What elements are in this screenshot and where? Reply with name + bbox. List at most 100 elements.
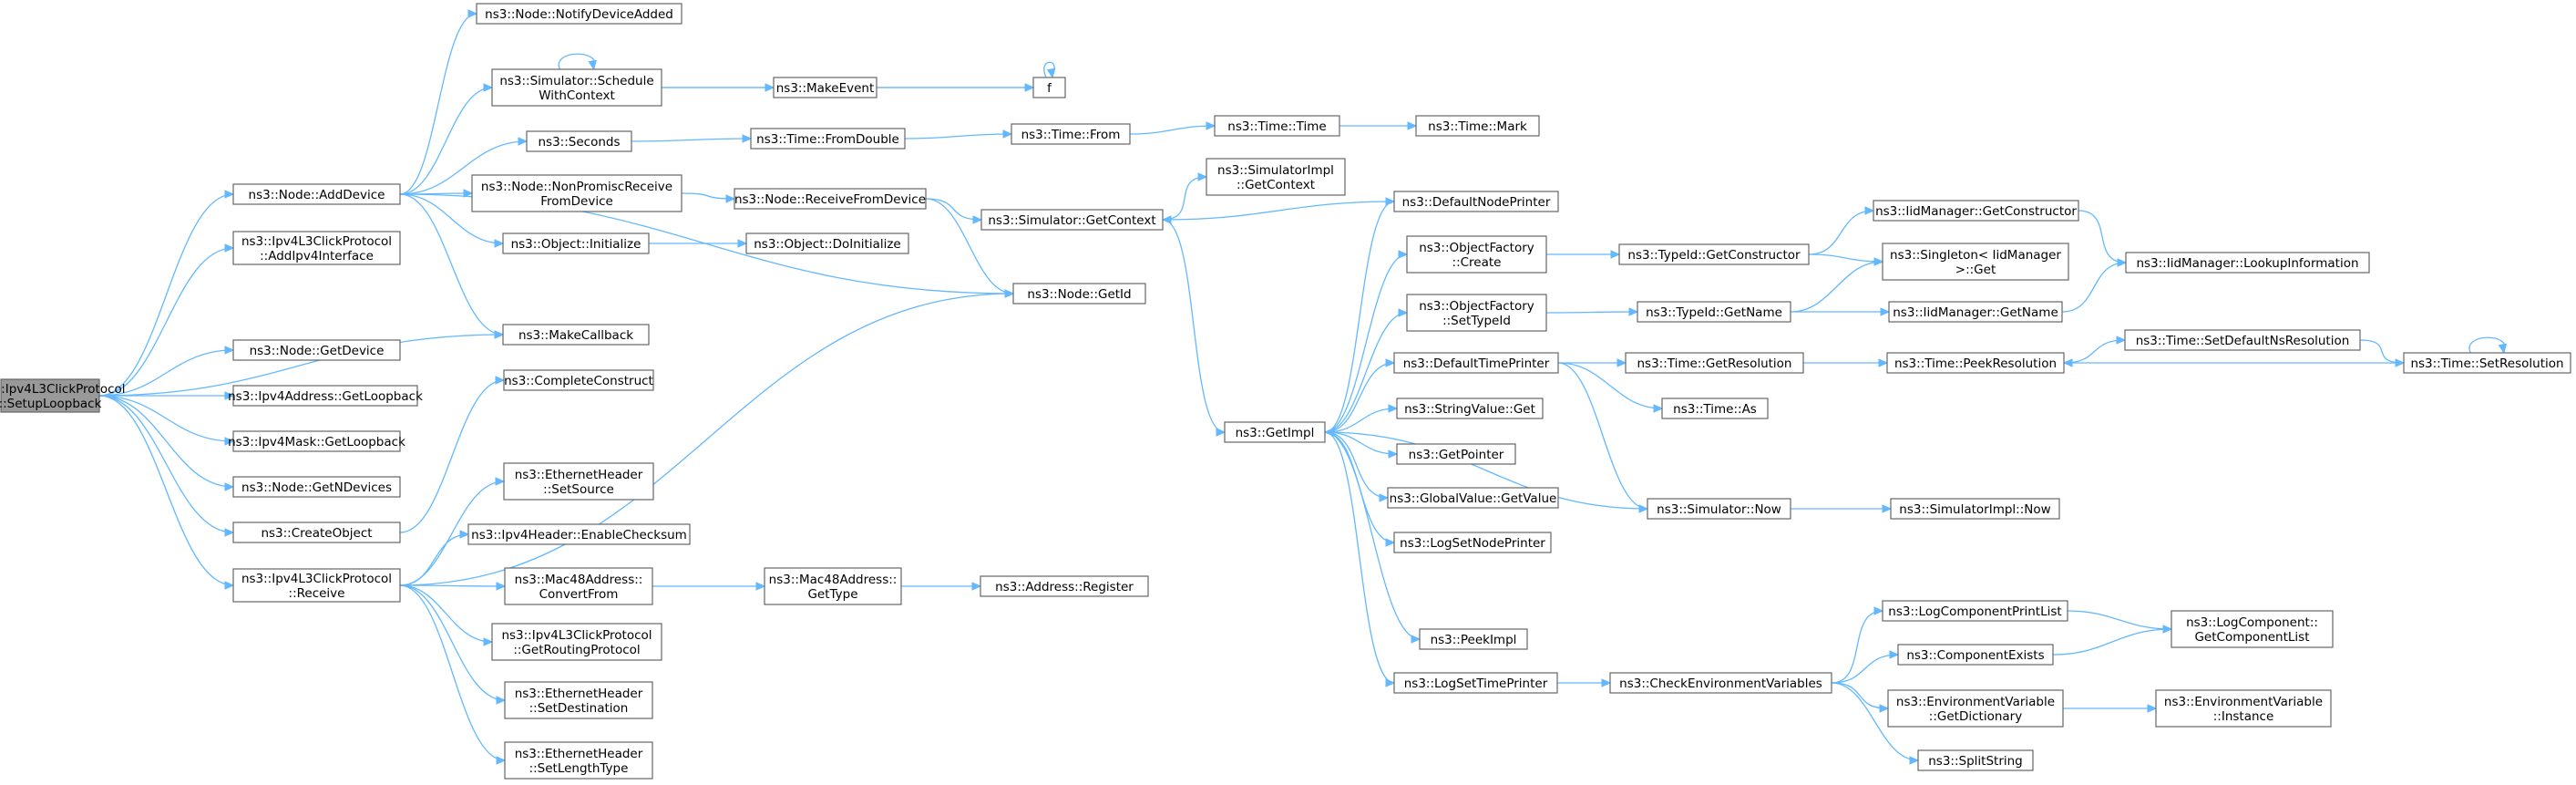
node-box (1206, 158, 1346, 196)
node-box (745, 232, 909, 254)
node-box (1887, 689, 2064, 728)
node-notify[interactable]: ns3::Node::NotifyDeviceAdded (476, 3, 682, 25)
node-label: ns3::Ipv4Address::GetLoopback (228, 389, 423, 404)
call-edge-arrowhead (1385, 197, 1396, 206)
node-typeidgetctor[interactable]: ns3::TypeId::GetConstructor (1618, 243, 1810, 265)
node-globalvalueget[interactable]: ns3::GlobalValue::GetValue (1387, 487, 1559, 509)
node-f[interactable]: f (1032, 77, 1066, 98)
node-iidlookup[interactable]: ns3::IidManager::LookupInformation (2125, 252, 2370, 274)
node-box (1393, 532, 1552, 553)
node-ethsetsource[interactable]: ns3::EthernetHeader::SetSource (503, 462, 654, 501)
node-setdefres[interactable]: ns3::Time::SetDefaultNsResolution (2124, 329, 2361, 351)
node-iidgetctor[interactable]: ns3::IidManager::GetConstructor (1873, 200, 2079, 222)
node-getpointer[interactable]: ns3::GetPointer (1396, 443, 1516, 465)
node-objfactsettype[interactable]: ns3::ObjectFactory::SetTypeId (1406, 294, 1547, 332)
node-completeconstruct[interactable]: ns3::CompleteConstruct (503, 369, 654, 391)
call-edge-arrowhead (1873, 257, 1884, 266)
node-label: ns3::GlobalValue::GetValue (1390, 491, 1557, 506)
node-getrouting[interactable]: ns3::Ipv4L3ClickProtocol::GetRoutingProt… (491, 623, 662, 661)
node-recvfromdev[interactable]: ns3::Node::ReceiveFromDevice (734, 188, 927, 210)
node-envinstance[interactable]: ns3::EnvironmentVariable::Instance (2155, 689, 2332, 728)
node-objinit[interactable]: ns3::Object::Initialize (502, 232, 650, 254)
node-seconds[interactable]: ns3::Seconds (526, 130, 632, 152)
node-makeevent[interactable]: ns3::MakeEvent (773, 77, 877, 98)
node-box (1882, 600, 2068, 622)
node-envgetdict[interactable]: ns3::EnvironmentVariable::GetDictionary (1887, 689, 2064, 728)
node-logsettimeprinter[interactable]: ns3::LogSetTimePrinter (1393, 672, 1558, 694)
node-label: ns3::GetPointer (1409, 448, 1504, 462)
node-ethsetdest[interactable]: ns3::EthernetHeader::SetDestination (504, 681, 653, 719)
node-iidgetname[interactable]: ns3::IidManager::GetName (1888, 301, 2063, 323)
node-maskgetloop[interactable]: ns3::Ipv4Mask::GetLoopback (228, 430, 405, 452)
node-splitstring[interactable]: ns3::SplitString (1917, 749, 2034, 771)
node-addipv4[interactable]: ns3::Ipv4L3ClickProtocol::AddIpv4Interfa… (232, 231, 401, 265)
node-root[interactable]: ns3::Ipv4L3ClickProtocol::SetupLoopback (0, 378, 126, 413)
node-logcompprint[interactable]: ns3::LogComponentPrintList (1882, 600, 2068, 622)
node-simnow[interactable]: ns3::Simulator::Now (1647, 498, 1791, 520)
node-ethsetlen[interactable]: ns3::EthernetHeader::SetLengthType (504, 741, 653, 780)
node-checkenv[interactable]: ns3::CheckEnvironmentVariables (1609, 672, 1832, 694)
node-box (1393, 672, 1558, 694)
node-createobject[interactable]: ns3::CreateObject (232, 522, 401, 543)
node-typeidgetname[interactable]: ns3::TypeId::GetName (1637, 301, 1791, 323)
node-macgettype[interactable]: ns3::Mac48Address::GetType (764, 567, 902, 605)
call-edge-arrowhead (2117, 258, 2128, 267)
node-timemark[interactable]: ns3::Time::Mark (1415, 115, 1540, 137)
node-label: ns3::Ipv4L3ClickProtocol (241, 234, 392, 249)
call-graph-nodes: ns3::Ipv4L3ClickProtocol::SetupLoopbackn… (0, 3, 2571, 780)
node-peekres[interactable]: ns3::Time::PeekResolution (1886, 352, 2065, 374)
node-ipv4getloop[interactable]: ns3::Ipv4Address::GetLoopback (228, 385, 423, 407)
node-doinit[interactable]: ns3::Object::DoInitialize (745, 232, 909, 254)
call-edge-arrowhead (518, 137, 529, 146)
call-edge (1324, 431, 1648, 510)
call-edge (2063, 339, 2126, 364)
node-simgetctx[interactable]: ns3::Simulator::GetContext (980, 209, 1164, 231)
node-box (232, 568, 401, 603)
node-getimpl[interactable]: ns3::GetImpl (1224, 421, 1326, 443)
node-convertfrom[interactable]: ns3::Mac48Address::ConvertFrom (504, 567, 653, 605)
call-edge-arrowhead (1197, 172, 1208, 181)
node-box (1661, 398, 1769, 419)
node-objfactcreate[interactable]: ns3::ObjectFactory::Create (1406, 235, 1547, 274)
node-deftimeprinter[interactable]: ns3::DefaultTimePrinter (1393, 352, 1559, 374)
node-getid[interactable]: ns3::Node::GetId (1012, 283, 1146, 305)
node-getndevices[interactable]: ns3::Node::GetNDevices (232, 476, 401, 498)
node-defnodeprinter[interactable]: ns3::DefaultNodePrinter (1393, 191, 1559, 212)
node-simimplnow[interactable]: ns3::SimulatorImpl::Now (1890, 498, 2060, 520)
node-timefrom[interactable]: ns3::Time::From (1011, 123, 1131, 145)
node-logcompgetlist[interactable]: ns3::LogComponent::GetComponentList (2171, 610, 2334, 648)
node-addrregister[interactable]: ns3::Address::Register (980, 575, 1149, 597)
node-singletonget[interactable]: ns3::Singleton< IidManager>::Get (1882, 243, 2069, 281)
node-adddevice[interactable]: ns3::Node::AddDevice (232, 183, 401, 205)
call-edge (2078, 210, 2127, 263)
node-setres[interactable]: ns3::Time::SetResolution (2403, 352, 2571, 374)
node-box (491, 623, 662, 661)
node-timegetres[interactable]: ns3::Time::GetResolution (1625, 352, 1804, 374)
node-label: ns3::EthernetHeader (515, 468, 643, 482)
node-timetime[interactable]: ns3::Time::Time (1214, 115, 1340, 137)
node-box (1917, 749, 2034, 771)
node-timeas[interactable]: ns3::Time::As (1661, 398, 1769, 419)
node-compexists[interactable]: ns3::ComponentExists (1897, 644, 2054, 666)
node-fromdouble[interactable]: ns3::Time::FromDouble (750, 128, 906, 150)
call-edge (1831, 682, 1919, 761)
node-enablechecksum[interactable]: ns3::Ipv4Header::EnableChecksum (467, 523, 691, 545)
call-edge-arrowhead (224, 581, 235, 590)
call-edge-arrowhead (1879, 704, 1890, 713)
node-peekimpl[interactable]: ns3::PeekImpl (1419, 628, 1528, 650)
node-label: ns3::Time::From (1021, 128, 1121, 142)
node-label: ns3::Ipv4Mask::GetLoopback (228, 435, 405, 449)
node-getdevice[interactable]: ns3::Node::GetDevice (232, 339, 401, 361)
node-logsetnodeprinter[interactable]: ns3::LogSetNodePrinter (1393, 532, 1552, 553)
node-makecallback[interactable]: ns3::MakeCallback (502, 324, 650, 346)
call-edge-arrowhead (1161, 215, 1172, 224)
node-stringvalueget[interactable]: ns3::StringValue::Get (1396, 398, 1544, 419)
node-simimplgetctx[interactable]: ns3::SimulatorImpl::GetContext (1206, 158, 1346, 196)
node-receive[interactable]: ns3::Ipv4L3ClickProtocol::Receive (232, 568, 401, 603)
call-edge-arrowhead (459, 530, 470, 539)
call-edge (98, 395, 234, 586)
node-label: ::Create (1452, 255, 1502, 270)
call-edge (631, 138, 752, 142)
